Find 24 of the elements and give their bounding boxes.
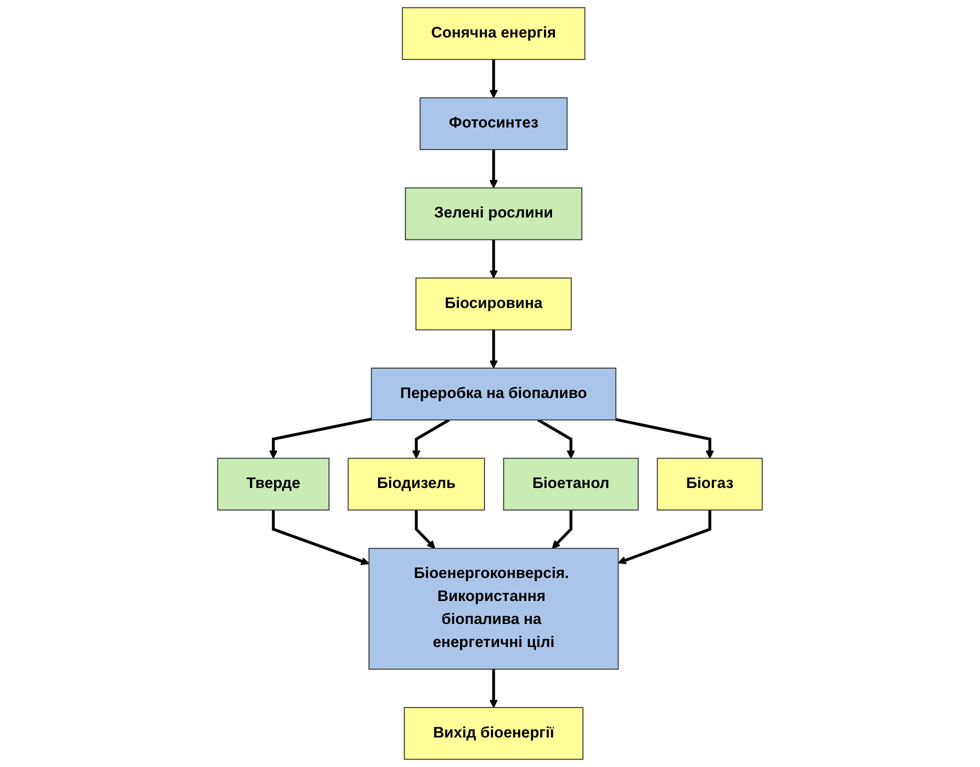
arrow [414,510,436,549]
node-box: Зелені рослини [404,187,582,240]
arrow [489,150,498,188]
node-box: Переробка на біопаливо [370,368,616,420]
arrow [537,418,576,459]
arrow [272,510,370,566]
arrow [489,330,498,369]
arrow [616,418,714,459]
node-box: Сонячна енергія [402,7,586,60]
arrow [489,669,498,708]
node-box: Біогаз [656,458,763,511]
arrow [489,59,498,98]
node-box: Тверде [217,458,330,511]
node-box: Біоенергоконверсія. Використання біопалива на енергетичні цілі [368,548,619,670]
node-box: Біоетанол [503,458,639,511]
arrow [412,418,450,459]
arrow [269,418,372,459]
node-box: Біосировина [415,278,572,330]
node-box: Біодизель [348,458,485,511]
arrow [618,510,712,564]
node-box: Фотосинтез [420,97,568,150]
node-box: Вихід біоенергії [404,707,584,760]
arrow [552,510,572,549]
arrow [489,240,498,278]
